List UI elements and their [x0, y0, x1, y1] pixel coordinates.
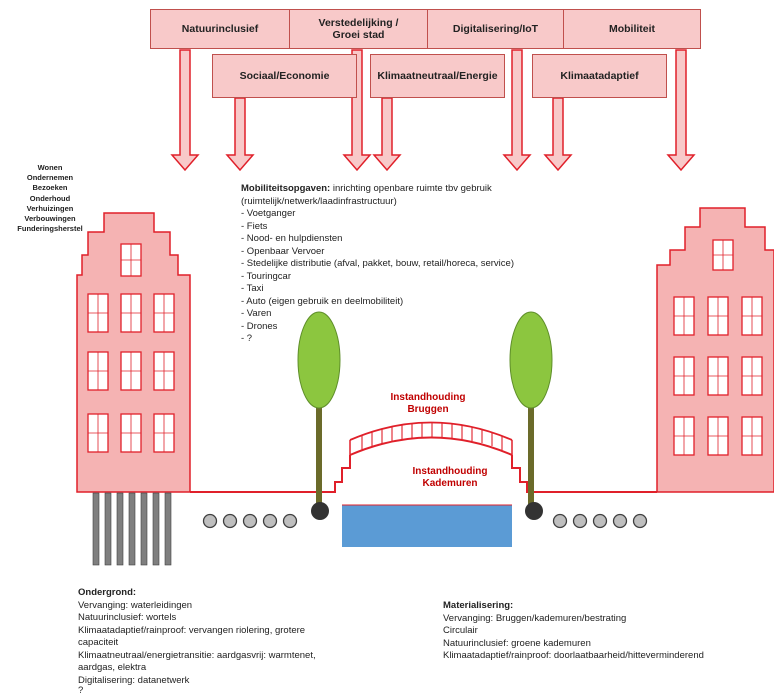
arrow-down-icon	[225, 97, 255, 172]
list-item: aardgas, elektra	[78, 662, 147, 673]
list-item: Verhuizingen	[26, 203, 74, 213]
arrow-down-icon	[666, 49, 696, 172]
list-item: Klimaatadaptief/rainproof: vervangen rio…	[78, 624, 306, 636]
list-item: Vervanging: Bruggen/kademuren/bestrating	[443, 612, 627, 624]
quay-walls	[190, 455, 657, 493]
list-item: - Voetganger	[241, 208, 296, 219]
foundation-piles	[92, 492, 172, 566]
list-item: Klimaatadaptief/rainproof: doorlaatbaarh…	[443, 650, 704, 661]
usage-list: Wonen Ondernemen Bezoeken Onderhoud Verh…	[0, 163, 100, 234]
list-item: Wonen	[37, 163, 63, 172]
ondergrond-block: Ondergrond: Vervanging: waterleidingen N…	[78, 587, 316, 695]
tree-left	[297, 311, 341, 520]
theme-sociaal-economie: Sociaal/Economie	[212, 54, 357, 98]
arrow-down-icon	[170, 49, 200, 172]
list-item: Verbouwingen	[24, 214, 76, 224]
arrow-down-icon	[502, 49, 532, 172]
list-item: Circulair	[443, 625, 478, 636]
list-item: - Touringcar	[241, 270, 291, 282]
arrows	[170, 49, 696, 172]
list-item: Natuurinclusief: groene kademuren	[443, 637, 591, 649]
list-item: Digitalisering: datanetwerk	[78, 674, 190, 686]
list-item: - Nood- en hulpdiensten	[241, 233, 343, 244]
bridge	[349, 421, 513, 456]
list-item: Vervanging: waterleidingen	[78, 599, 193, 611]
list-item: Natuurinclusief: wortels	[78, 612, 177, 623]
mobility-intro-2: (ruimtelijk/netwerk/laadinfrastructuur)	[241, 195, 397, 207]
arrow-down-icon	[543, 97, 573, 172]
list-item: ?	[78, 685, 84, 696]
list-item: - Fiets	[241, 220, 268, 232]
list-item: Ondernemen	[26, 173, 74, 183]
list-item: Onderhoud	[29, 193, 71, 203]
list-item: - Varen	[241, 308, 272, 319]
canal-water	[342, 505, 512, 547]
left-house	[76, 212, 191, 493]
list-item: - Drones	[241, 320, 278, 332]
list-item: Klimaatneutraal/energietransitie: aardga…	[78, 649, 316, 661]
list-item: - Openbaar Vervoer	[241, 245, 325, 257]
arrow-down-icon	[372, 97, 402, 172]
list-item: - Taxi	[241, 283, 264, 294]
right-house	[656, 207, 774, 493]
theme-digitalisering: Digitalisering/IoT	[427, 9, 564, 49]
theme-klimaatadaptief: Klimaatadaptief	[532, 54, 667, 98]
materialisering-block: Materialisering: Vervanging: Bruggen/kad…	[443, 600, 704, 663]
list-item: capaciteit	[78, 637, 119, 648]
tree-right	[509, 311, 553, 520]
underground-pipes	[202, 513, 648, 529]
quays-label: Instandhouding Kademuren	[412, 466, 488, 489]
theme-natuurinclusief: Natuurinclusief	[150, 9, 290, 49]
materialisering-heading: Materialisering:	[443, 600, 514, 611]
list-item: - ?	[241, 333, 253, 344]
ondergrond-heading: Ondergrond:	[78, 587, 137, 598]
theme-verstedelijking: Verstedelijking / Groei stad	[289, 9, 428, 49]
list-item: - Stedelijke distributie (afval, pakket,…	[241, 258, 514, 269]
list-item: Bezoeken	[32, 183, 68, 193]
mobility-intro: inrichting openbare ruimte tbv gebruik	[330, 183, 492, 194]
theme-mobiliteit: Mobiliteit	[563, 9, 701, 49]
list-item: Funderingsherstel	[17, 224, 83, 234]
theme-klimaatneutraal: Klimaatneutraal/Energie	[370, 54, 505, 98]
mobility-heading: Mobiliteitsopgaven:	[241, 183, 331, 194]
list-item: - Auto (eigen gebruik en deelmobiliteit)	[241, 295, 404, 307]
bridges-label: Instandhouding Bruggen	[390, 392, 466, 415]
mobility-block: Mobiliteitsopgaven: inrichting openbare …	[241, 183, 514, 346]
arrow-down-icon	[342, 49, 372, 172]
